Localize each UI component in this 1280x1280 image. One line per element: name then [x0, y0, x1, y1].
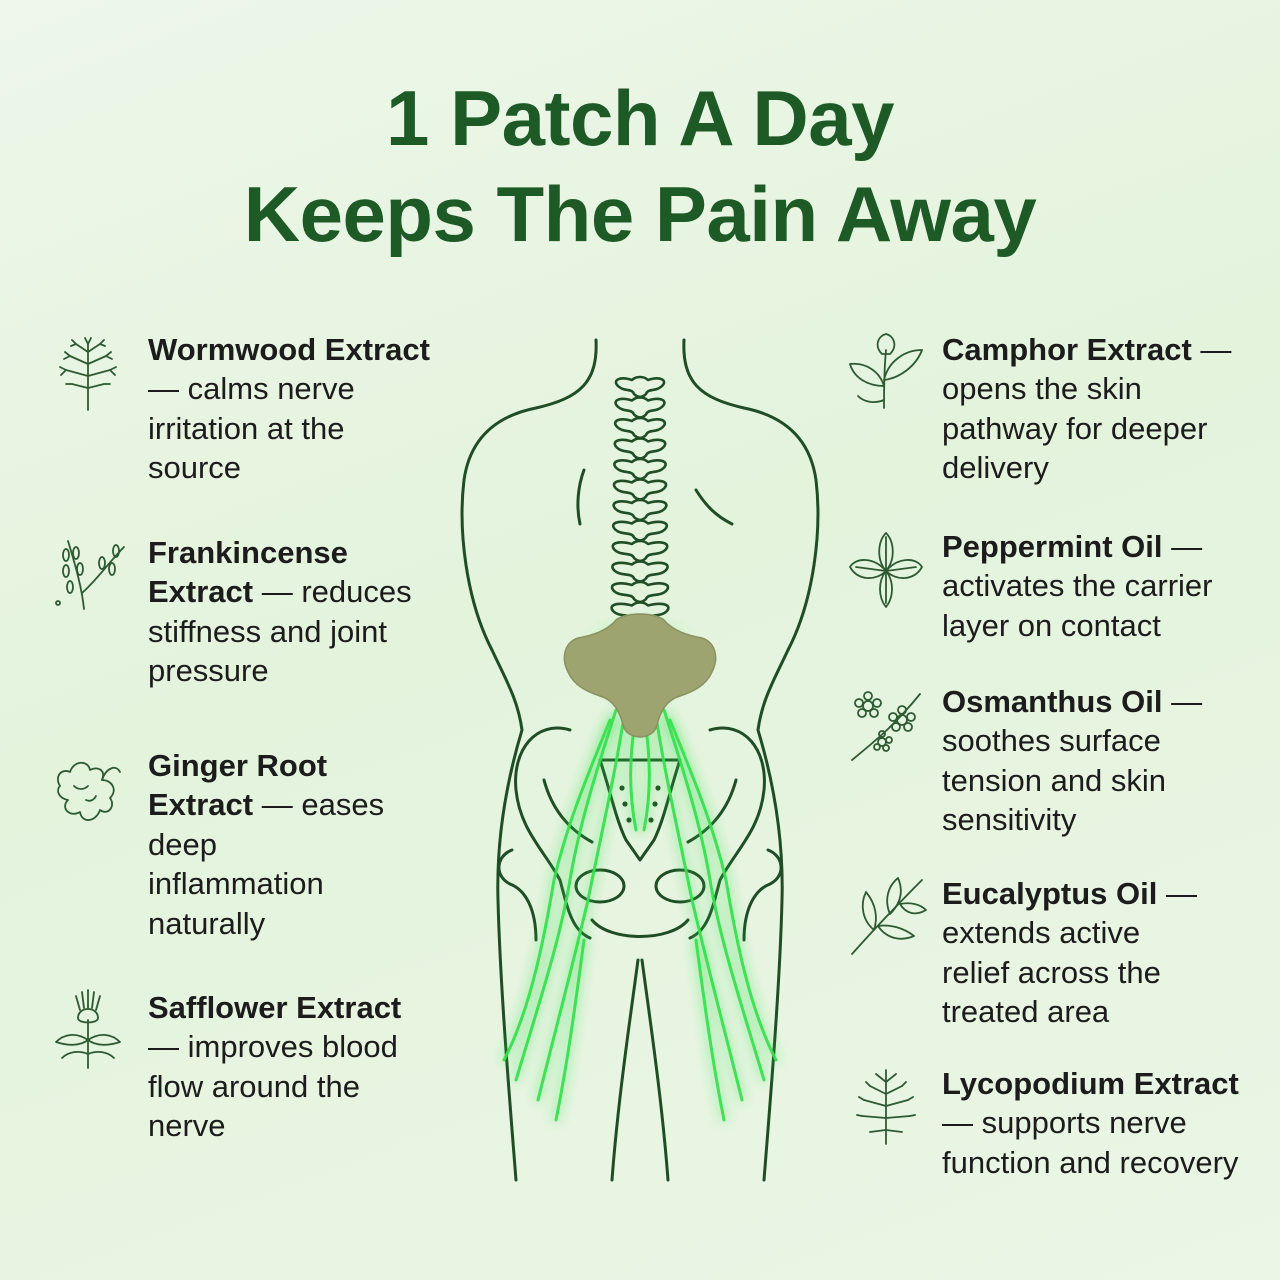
separator: —: [1191, 332, 1232, 367]
osmanthus-icon: [844, 682, 928, 766]
vertebra: [614, 396, 666, 419]
inner-leg-right: [640, 958, 670, 1182]
safflower-name: Safflower Extract: [148, 990, 402, 1025]
wormwood-text: Wormwood Extract — calms nerve irritatio…: [148, 330, 438, 488]
nerve-right-3: [668, 718, 778, 1062]
lycopodium-text: Lycopodium Extract — supports nerve func…: [942, 1064, 1262, 1182]
frankincense-text: Frankincense Extract — reduces stiffness…: [148, 533, 438, 691]
body-outline-left: [460, 338, 598, 1182]
shoulder-blade-right: [694, 488, 734, 526]
vertebra: [613, 457, 667, 481]
sciatic-nerves: [502, 708, 778, 1122]
separator: —: [253, 574, 302, 610]
shoulder-blade-left: [576, 468, 586, 526]
nerve-left-1: [514, 708, 618, 1082]
pelvis-right: [688, 726, 766, 940]
vertebra: [611, 519, 669, 542]
eucalyptus-name: Eucalyptus Oil: [942, 876, 1158, 911]
body-illustration: [460, 338, 820, 1182]
separator: —: [148, 371, 188, 407]
frankincense-name: Frankincense Extract: [148, 535, 348, 610]
body-outline-right: [682, 338, 820, 1182]
sacrum: [598, 758, 682, 862]
femur-right: [742, 848, 783, 942]
camphor-desc: opens the skin pathway for deeper delive…: [942, 371, 1208, 486]
spine: [610, 375, 670, 624]
osmanthus-text: Osmanthus Oil — soothes surface tension …: [942, 682, 1262, 840]
nerve-left-2: [536, 714, 626, 1102]
pelvis-inner-right: [686, 778, 738, 844]
page-title: 1 Patch A Day Keeps The Pain Away: [0, 70, 1280, 262]
osmanthus-name: Osmanthus Oil: [942, 684, 1163, 719]
vertebra: [613, 416, 667, 440]
nerve-right-4: [694, 938, 726, 1122]
lycopodium-name: Lycopodium Extract: [942, 1066, 1239, 1101]
ginger-text: Ginger Root Extract — eases deep inflamm…: [148, 746, 398, 943]
ginger-icon: [46, 746, 130, 830]
nerve-right-2: [654, 714, 744, 1102]
wormwood-name: Wormwood Extract: [148, 332, 430, 367]
separator: —: [1162, 684, 1203, 719]
separator: —: [1157, 876, 1197, 911]
hip-hole-left: [574, 868, 626, 904]
vertebra: [610, 580, 670, 604]
ginger-name: Ginger Root Extract: [148, 748, 328, 823]
peppermint-name: Peppermint Oil: [942, 529, 1163, 564]
separator: —: [942, 1105, 982, 1141]
frankincense-desc: reduces stiffness and joint pressure: [148, 574, 412, 689]
vertebra: [614, 375, 666, 399]
separator: —: [148, 1029, 188, 1065]
nerve-left-3: [502, 718, 612, 1062]
frankincense-icon: [46, 533, 130, 617]
title-line-2: Keeps The Pain Away: [243, 170, 1037, 258]
eucalyptus-icon: [844, 874, 928, 958]
eucalyptus-desc: extends active relief across the treated…: [942, 915, 1161, 1030]
femur-left: [497, 848, 538, 942]
vertebra: [611, 539, 669, 563]
separator: —: [253, 787, 302, 823]
nerve-left-4: [554, 938, 586, 1122]
camphor-icon: [844, 330, 928, 414]
vertebra: [612, 498, 668, 522]
lycopodium-desc: supports nerve function and recovery: [942, 1105, 1239, 1180]
peppermint-text: Peppermint Oil — activates the carrier l…: [942, 527, 1262, 645]
pain-patch: [563, 613, 717, 738]
safflower-icon: [46, 988, 130, 1072]
ginger-desc: eases deep inflammation naturally: [148, 787, 385, 941]
vertebra: [613, 437, 667, 460]
pelvis-inner-left: [542, 778, 594, 844]
peppermint-desc: activates the carrier layer on contact: [942, 568, 1213, 643]
camphor-text: Camphor Extract — opens the skin pathway…: [942, 330, 1262, 488]
camphor-name: Camphor Extract: [942, 332, 1192, 367]
pelvis-left: [514, 726, 592, 940]
wormwood-desc: calms nerve irritation at the source: [148, 371, 355, 486]
vertebra: [611, 560, 669, 583]
safflower-desc: improves blood flow around the nerve: [148, 1029, 398, 1144]
wormwood-icon: [46, 330, 130, 414]
nerve-right-1: [662, 708, 766, 1082]
separator: —: [1162, 529, 1203, 564]
eucalyptus-text: Eucalyptus Oil — extends active relief a…: [942, 874, 1207, 1032]
pubic-arch: [590, 918, 690, 938]
safflower-text: Safflower Extract — improves blood flow …: [148, 988, 408, 1146]
sacrum-holes: [619, 785, 661, 823]
title-line-1: 1 Patch A Day: [386, 74, 894, 162]
peppermint-icon: [844, 527, 928, 611]
osmanthus-desc: soothes surface tension and skin sensiti…: [942, 723, 1167, 838]
vertebra: [612, 478, 668, 501]
hip-hole-right: [654, 868, 706, 904]
lycopodium-icon: [844, 1064, 928, 1148]
inner-leg-left: [610, 958, 640, 1182]
